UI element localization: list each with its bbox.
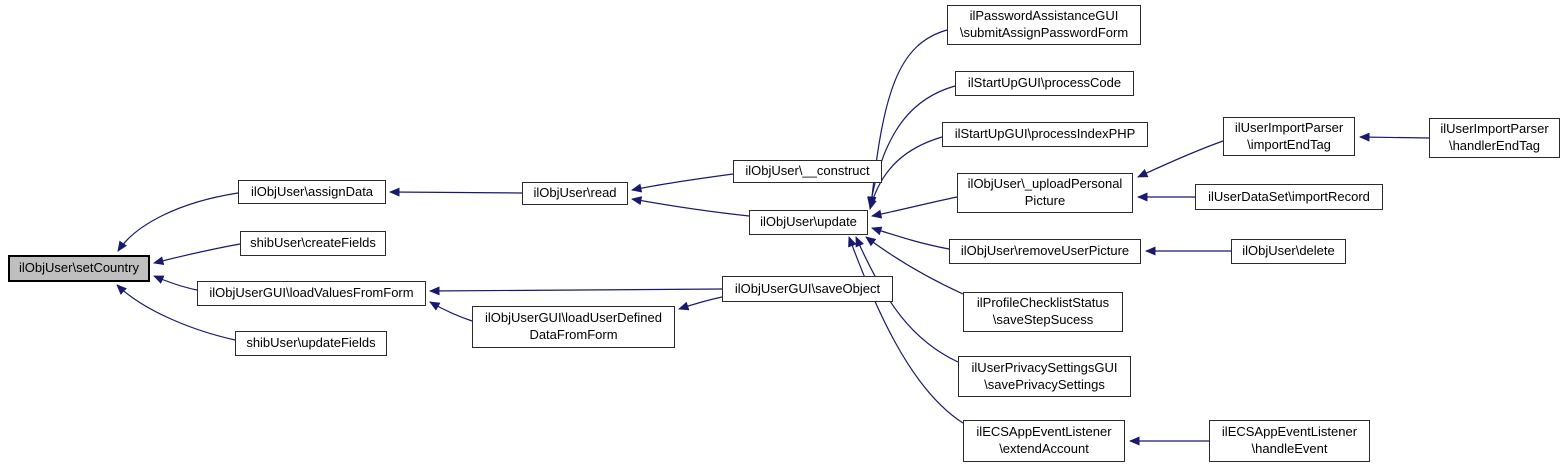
graph-node-label: ilUserDataSet\importRecord: [1208, 188, 1370, 204]
edge-assignData-to-setCountry: [117, 192, 239, 252]
edge-savePrivacySettings-to-update: [855, 236, 959, 363]
graph-node-label: ilObjUserGUI\loadValuesFromForm: [209, 285, 414, 301]
graph-node-label: Picture: [1024, 193, 1066, 208]
edge-updateFields-to-setCountry: [116, 284, 236, 341]
graph-node-delete[interactable]: ilObjUser\delete: [1231, 239, 1346, 264]
graph-node-label: shibUser\updateFields: [246, 335, 376, 351]
graph-node-label: \extendAccount: [999, 441, 1089, 456]
graph-node-saveStepSucess[interactable]: ilProfileChecklistStatus\saveStepSucess: [963, 292, 1123, 332]
graph-node-label: ilPasswordAssistanceGUI: [969, 8, 1119, 24]
graph-node-label: ilObjUserGUI\saveObject: [734, 280, 881, 296]
graph-node-updateFields[interactable]: shibUser\updateFields: [235, 331, 387, 356]
edge-saveObject-to-loadValuesFromForm: [429, 286, 723, 296]
graph-node-removeUserPicture[interactable]: ilObjUser\removeUserPicture: [949, 239, 1141, 264]
graph-node-handleEvent[interactable]: ilECSAppEventListener\handleEvent: [1209, 420, 1370, 462]
graph-node-label: ilObjUser\setCountry: [19, 260, 139, 276]
graph-node-label: ilObjUser\removeUserPicture: [960, 243, 1130, 259]
edge-saveObject-to-loadUserDefined: [678, 296, 723, 311]
graph-node-assignData[interactable]: ilObjUser\assignData: [238, 180, 386, 204]
edge-processIndexPHP-to-update: [868, 136, 943, 210]
graph-node-label: ilObjUserGUI\loadUserDefined: [484, 310, 662, 326]
graph-node-update[interactable]: ilObjUser\update: [749, 210, 868, 235]
edge-removeUserPicture-to-update: [871, 226, 950, 250]
graph-node-saveObject[interactable]: ilObjUserGUI\saveObject: [722, 276, 893, 302]
edge-importEndTag-to-uploadPersonal: [1137, 140, 1224, 178]
graph-node-label: ilObjUser\read: [533, 185, 617, 201]
graph-node-createFields[interactable]: shibUser\createFields: [240, 231, 386, 256]
graph-node-importEndTag[interactable]: ilUserImportParser\importEndTag: [1223, 117, 1355, 156]
edge-extendAccount-to-update: [848, 236, 964, 424]
graph-node-setCountry: ilObjUser\setCountry: [8, 255, 150, 282]
graph-node-importRecord[interactable]: ilUserDataSet\importRecord: [1195, 184, 1383, 210]
graph-node-construct[interactable]: ilObjUser\__construct: [733, 160, 882, 183]
graph-node-label: ilUserPrivacySettingsGUI: [971, 359, 1118, 375]
graph-node-label: ilECSAppEventListener: [976, 424, 1112, 440]
graph-node-processIndexPHP[interactable]: ilStartUpGUI\processIndexPHP: [942, 122, 1148, 147]
graph-node-label: ilObjUser\_uploadPersonal: [967, 176, 1123, 192]
graph-node-extendAccount[interactable]: ilECSAppEventListener\extendAccount: [963, 420, 1125, 462]
graph-node-loadValuesFromForm[interactable]: ilObjUserGUI\loadValuesFromForm: [197, 281, 426, 306]
graph-node-label: \handlerEndTag: [1448, 138, 1541, 153]
graph-node-label: ilObjUser\assignData: [250, 183, 374, 199]
graph-node-label: \submitAssignPasswordForm: [959, 25, 1129, 40]
graph-node-processCode[interactable]: ilStartUpGUI\processCode: [955, 71, 1134, 96]
graph-node-label: ilObjUser\delete: [1242, 243, 1335, 259]
graph-node-label: ilECSAppEventListener: [1221, 424, 1358, 440]
edge-update-to-read: [631, 196, 750, 217]
edge-uploadPersonal-to-update: [871, 196, 958, 219]
graph-node-read[interactable]: ilObjUser\read: [522, 182, 628, 205]
graph-node-label: \importEndTag: [1247, 136, 1331, 152]
graph-node-label: ilObjUser\__construct: [745, 163, 870, 179]
edge-read-to-assignData: [389, 187, 523, 197]
graph-node-label: ilProfileChecklistStatus: [976, 295, 1110, 311]
graph-node-label: ilUserImportParser: [1234, 119, 1344, 135]
graph-node-label: ilObjUser\update: [760, 214, 857, 230]
graph-node-label: ilStartUpGUI\processIndexPHP: [954, 126, 1136, 142]
edge-saveStepSucess-to-update: [865, 236, 964, 295]
edge-handlerEndTag-to-importEndTag: [1359, 132, 1430, 142]
graph-node-label: shibUser\createFields: [250, 235, 376, 251]
graph-node-label: \savePrivacySettings: [984, 376, 1105, 392]
graph-node-label: \saveStepSucess: [992, 312, 1094, 327]
graph-node-label: \handleEvent: [1251, 441, 1328, 456]
graph-node-label: DataFromForm: [529, 327, 618, 342]
graph-node-label: ilStartUpGUI\processCode: [967, 75, 1122, 91]
graph-node-label: ilUserImportParser: [1440, 121, 1549, 137]
edge-createFields-to-setCountry: [153, 243, 241, 266]
graph-node-savePrivacySettings[interactable]: ilUserPrivacySettingsGUI\savePrivacySett…: [958, 356, 1131, 397]
edge-construct-to-read: [631, 173, 734, 193]
graph-node-handlerEndTag[interactable]: ilUserImportParser\handlerEndTag: [1429, 118, 1560, 158]
graph-node-submitAssign[interactable]: ilPasswordAssistanceGUI\submitAssignPass…: [947, 5, 1141, 45]
edge-loadUserDefined-to-loadValuesFromForm: [429, 301, 473, 322]
edge-loadValuesFromForm-to-setCountry: [153, 275, 198, 291]
